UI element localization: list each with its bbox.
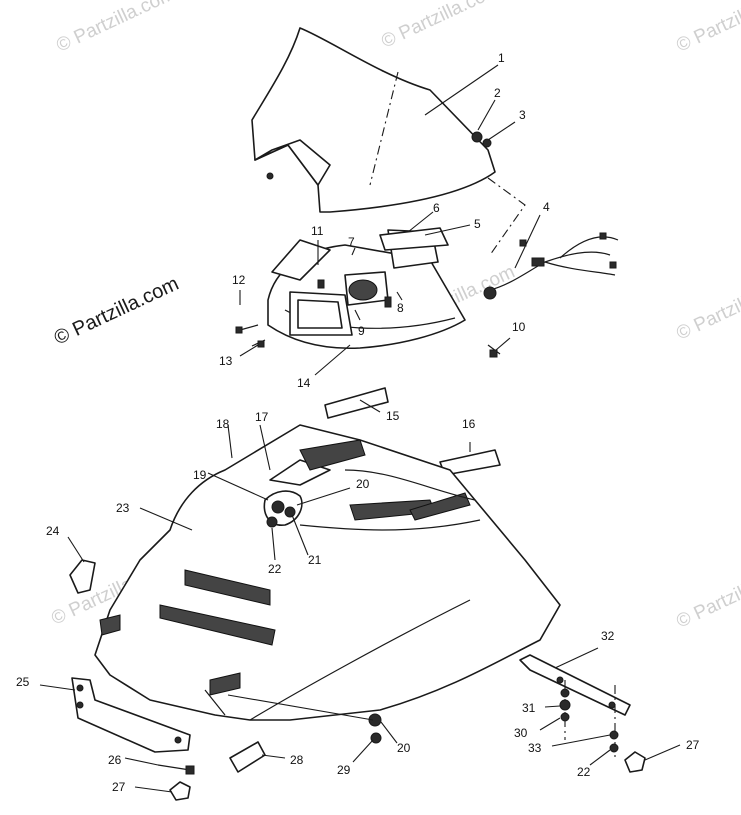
watermark-text: © Partzilla.com <box>53 0 178 57</box>
leader-lines <box>39 64 681 793</box>
callout-5: 5 <box>474 217 481 231</box>
callout-15: 15 <box>386 409 400 423</box>
callout-25: 25 <box>16 675 30 689</box>
cap-24 <box>69 559 96 594</box>
callout-26: 26 <box>108 753 122 767</box>
callout-2: 2 <box>494 86 501 100</box>
screw-nut-2-3 <box>471 131 492 148</box>
callout-13: 13 <box>219 354 233 368</box>
callout-labels: 1 2 3 4 5 6 7 8 9 10 11 12 13 14 15 16 1… <box>16 51 700 794</box>
callout-23: 23 <box>116 501 130 515</box>
callout-6: 6 <box>433 201 440 215</box>
callout-10: 10 <box>512 320 526 334</box>
callout-4: 4 <box>543 200 550 214</box>
callout-17: 17 <box>255 410 269 424</box>
watermark-text: © Partzilla.com <box>378 0 503 53</box>
callout-20: 20 <box>356 477 370 491</box>
wiring-harness <box>483 232 619 300</box>
callout-33: 33 <box>528 741 542 755</box>
nut-20-29 <box>368 713 382 744</box>
watermark-text: © Partzilla.com <box>673 0 741 57</box>
watermark-main-text: © Partzilla.com <box>51 273 182 350</box>
screw-26-nut-27-left <box>157 764 195 801</box>
callout-11: 11 <box>311 224 324 238</box>
callout-18: 18 <box>216 417 230 431</box>
callout-8: 8 <box>397 301 404 315</box>
hood <box>94 424 561 721</box>
callout-30: 30 <box>514 726 528 740</box>
headlight-housing <box>267 227 466 350</box>
decal-28 <box>229 741 266 773</box>
callout-20: 20 <box>397 741 411 755</box>
watermark-text: © Partzilla.com <box>673 559 741 632</box>
screw-12-13-10 <box>235 324 501 358</box>
callout-21: 21 <box>308 553 322 567</box>
callout-27: 27 <box>686 738 700 752</box>
callout-22: 22 <box>577 765 591 779</box>
callout-19: 19 <box>193 468 207 482</box>
hardware-right <box>559 688 646 773</box>
bracket-left <box>71 677 191 753</box>
callout-9: 9 <box>358 324 365 338</box>
callout-31: 31 <box>522 701 536 715</box>
callout-29: 29 <box>337 763 351 777</box>
callout-1: 1 <box>498 51 505 65</box>
windshield <box>251 27 526 256</box>
callout-12: 12 <box>232 273 246 287</box>
callout-22: 22 <box>268 562 282 576</box>
callout-3: 3 <box>519 108 526 122</box>
callout-14: 14 <box>297 376 311 390</box>
callout-7: 7 <box>348 235 355 249</box>
callout-32: 32 <box>601 629 615 643</box>
callout-16: 16 <box>462 417 476 431</box>
callout-27: 27 <box>112 780 126 794</box>
callout-24: 24 <box>46 524 60 538</box>
callout-28: 28 <box>290 753 304 767</box>
watermark-text: © Partzilla.com <box>673 271 741 344</box>
